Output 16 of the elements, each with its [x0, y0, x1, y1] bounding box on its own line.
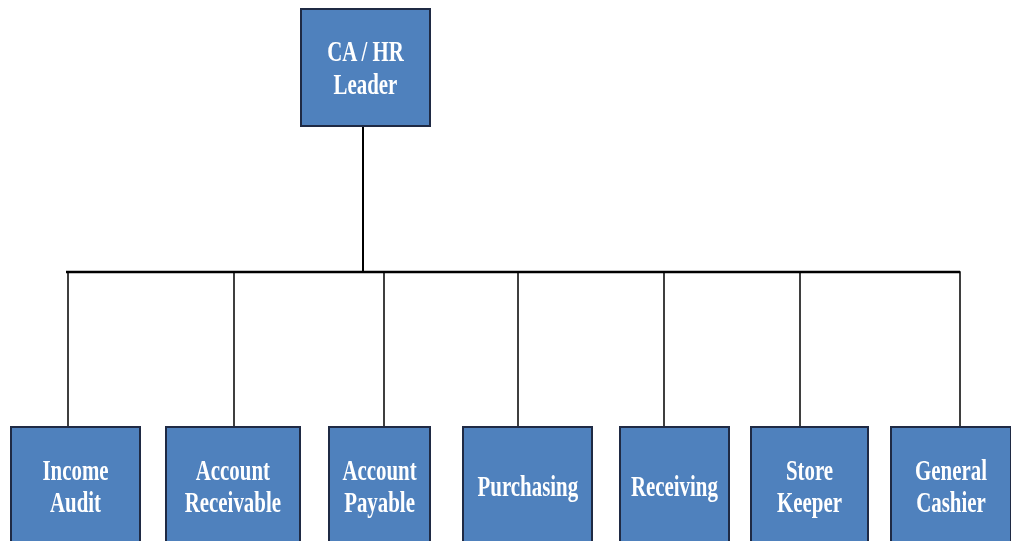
box-label: Receiving	[631, 469, 718, 503]
leader-box	[300, 8, 431, 127]
department-box	[328, 426, 431, 541]
box-label: CA / HR Leader	[326, 35, 405, 100]
department-box	[619, 426, 730, 541]
box-label: Account Receivable	[184, 453, 282, 519]
box-label: General Cashier	[914, 453, 988, 519]
box-label: Income Audit	[41, 453, 110, 519]
department-box	[750, 426, 869, 541]
box-label: Account Payable	[342, 453, 417, 519]
department-box	[890, 426, 1011, 541]
box-label: Store Keeper	[776, 453, 843, 519]
department-box	[462, 426, 593, 541]
department-box	[165, 426, 301, 541]
department-box	[10, 426, 141, 541]
box-label: Purchasing	[477, 469, 578, 503]
